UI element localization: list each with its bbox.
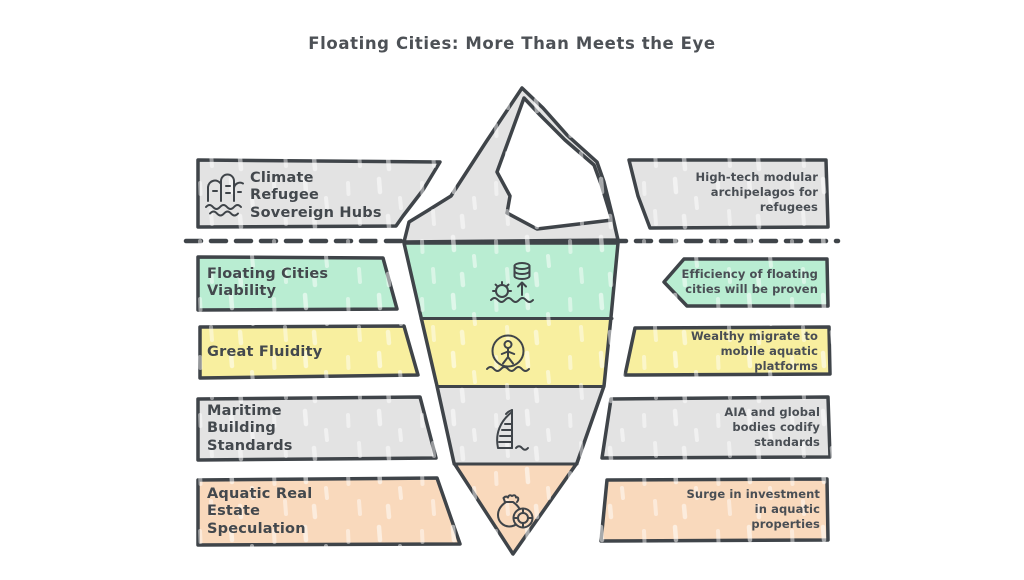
row5-description: Surge in investment in aquatic propertie… xyxy=(686,487,820,532)
row1-description: High-tech modular archipelagos for refug… xyxy=(695,170,818,215)
efficiency-growth-icon xyxy=(490,262,534,303)
row3-label: Great Fluidity xyxy=(207,344,323,360)
row3-description: Wealthy migrate to mobile aquatic platfo… xyxy=(690,329,818,374)
sail-tower-icon xyxy=(496,409,529,451)
money-bag-icon xyxy=(497,494,534,529)
row1-label: Climate Refugee Sovereign Hubs xyxy=(250,170,382,221)
row4-label: Maritime Building Standards xyxy=(207,403,293,454)
row2-label: Floating Cities Viability xyxy=(207,266,329,300)
row4-description: AIA and global bodies codify standards xyxy=(724,405,820,450)
row2-description: Efficiency of floating cities will be pr… xyxy=(681,267,818,297)
paper-texture xyxy=(182,84,844,556)
row5-label: Aquatic Real Estate Speculation xyxy=(207,486,313,537)
person-float-icon xyxy=(486,334,530,372)
floating-city-icon xyxy=(205,173,244,217)
page-title: Floating Cities: More Than Meets the Eye xyxy=(308,34,716,53)
